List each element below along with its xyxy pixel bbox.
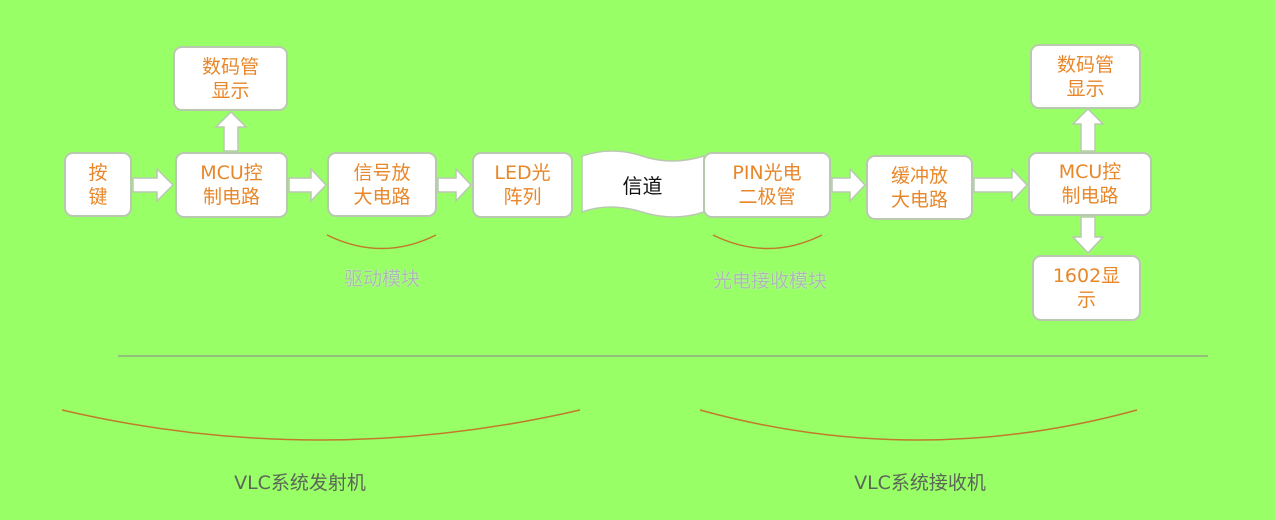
tx-display-block: 数码管 显示 [173,46,288,111]
arrow-mcu-to-display-rx [1071,107,1105,152]
brace-receiver [699,409,1138,441]
arrow-pin-to-buffer [831,167,867,203]
drive-module-label: 驱动模块 [343,268,421,290]
tx-mcu-block: MCU控 制电路 [175,152,288,218]
brace-transmitter [61,409,581,441]
channel-label: 信道 [622,173,663,198]
receiver-module-label: 光电接收模块 [712,270,828,292]
key-block: 按 键 [64,152,132,217]
arrow-mcu-to-1602 [1071,216,1105,255]
arrow-key-to-mcu [132,167,175,203]
arrow-buffer-to-mcu [973,167,1029,203]
pin-diode-block: PIN光电 二极管 [703,152,831,218]
arrow-mcu-to-display-tx [214,110,248,152]
arrow-mcu-to-amp [288,167,328,203]
receiver-label: VLC系统接收机 [854,472,986,494]
arrow-amp-to-led [437,167,473,203]
led-array-block: LED光 阵列 [472,152,573,218]
buffer-amp-block: 缓冲放 大电路 [866,155,973,220]
rx-mcu-block: MCU控 制电路 [1028,152,1152,216]
transmitter-label: VLC系统发射机 [234,472,366,494]
brace-receiver-module [712,234,823,250]
rx-display-block: 数码管 显示 [1030,44,1141,109]
signal-amp-block: 信号放 大电路 [327,152,437,217]
lcd1602-block: 1602显 示 [1032,255,1141,321]
brace-drive-module [326,234,437,250]
